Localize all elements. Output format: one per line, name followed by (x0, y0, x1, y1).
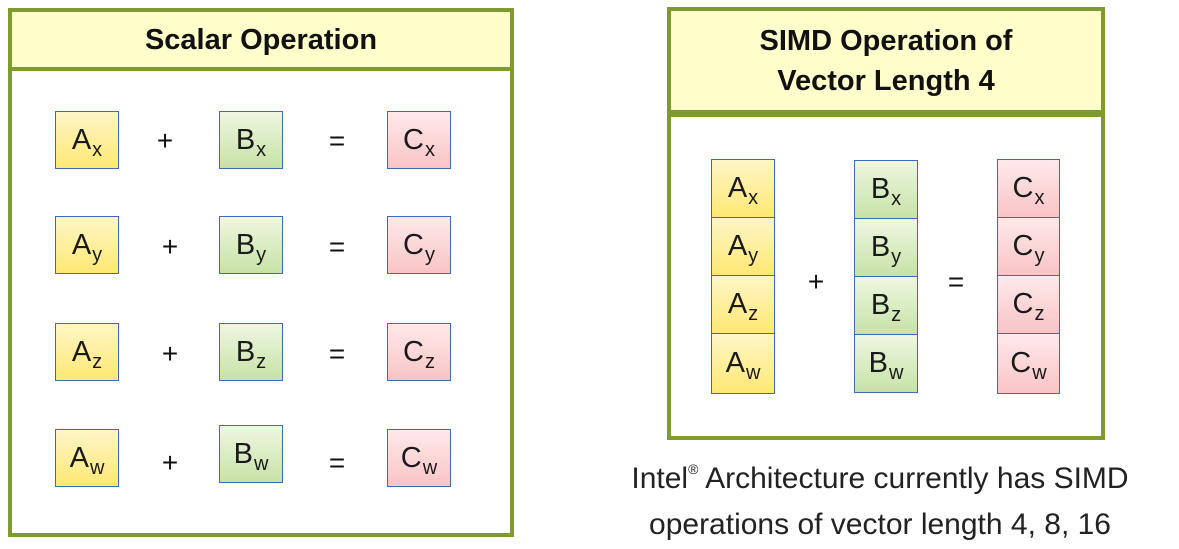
registered-mark: ® (688, 461, 699, 477)
caption-line2: operations of vector length 4, 8, 16 (649, 508, 1111, 541)
plus-sign: + (161, 447, 179, 478)
cell-subscript: w (253, 452, 269, 475)
cell-label: B (235, 228, 256, 261)
equals-sign: = (328, 125, 346, 156)
cell-label: B (235, 123, 256, 156)
cell-label: A (71, 335, 92, 368)
cell-subscript: y (748, 245, 759, 267)
cell-label: A (725, 347, 745, 379)
caption-line1: Intel® Architecture currently has SIMD (580, 458, 1179, 504)
equals-sign: = (328, 338, 346, 369)
cell-subscript: z (256, 350, 267, 373)
cell-subscript: w (89, 456, 105, 479)
cell-subscript: w (422, 456, 438, 479)
cell-subscript: y (1034, 245, 1045, 267)
simd-title: SIMD Operation of Vector Length 4 (667, 7, 1105, 114)
cell-subscript: y (424, 243, 435, 266)
cell-label: B (233, 437, 253, 470)
caption-brand: Intel (631, 462, 689, 495)
cell-label: C (400, 441, 422, 474)
caption: Intel® Architecture currently has SIMD o… (580, 458, 1179, 546)
caption-line1-rest: Architecture currently has SIMD (698, 462, 1129, 495)
cell-label: A (71, 123, 92, 156)
cell-subscript: z (92, 350, 103, 373)
cell-subscript: x (748, 187, 759, 209)
simd-title-line2: Vector Length 4 (777, 64, 995, 97)
cell-label: A (727, 288, 748, 320)
cell-subscript: y (92, 243, 103, 266)
cell-label: B (870, 231, 891, 263)
cell-subscript: y (256, 243, 267, 266)
simd-title-line1: SIMD Operation of (759, 24, 1013, 57)
plus-sign: + (161, 338, 179, 369)
cell-subscript: x (424, 138, 435, 161)
cell-label: B (870, 289, 891, 321)
cell-label: A (69, 441, 89, 474)
cell-subscript: x (92, 138, 103, 161)
cell-label: C (1012, 230, 1034, 262)
cell-subscript: z (891, 304, 902, 326)
cell-label: C (1012, 288, 1034, 320)
cell-label: C (403, 228, 424, 261)
equals-sign: = (328, 231, 346, 262)
plus-sign: + (807, 266, 825, 297)
cell-label: C (1010, 347, 1032, 379)
cell-label: A (727, 230, 748, 262)
cell-label: A (727, 172, 748, 204)
cell-label: A (71, 228, 92, 261)
cell-subscript: w (888, 362, 904, 384)
scalar-title-text: Scalar Operation (144, 23, 378, 56)
cell-label: B (235, 335, 256, 368)
cell-label: C (1012, 172, 1034, 204)
cell-subscript: z (1034, 303, 1045, 325)
cell-subscript: z (748, 303, 759, 325)
scalar-title: Scalar Operation (8, 8, 514, 71)
cell-subscript: x (1034, 187, 1045, 209)
cell-label: B (870, 173, 891, 205)
cell-subscript: w (745, 362, 761, 384)
plus-sign: + (156, 125, 174, 156)
cell-label: C (403, 335, 424, 368)
cell-subscript: x (256, 138, 267, 161)
cell-subscript: y (891, 246, 902, 268)
cell-label: B (868, 347, 888, 379)
cell-label: C (403, 123, 424, 156)
cell-subscript: x (891, 188, 902, 210)
plus-sign: + (161, 231, 179, 262)
cell-subscript: z (424, 350, 435, 373)
equals-sign: = (328, 447, 346, 478)
cell-subscript: w (1032, 362, 1047, 384)
equals-sign: = (947, 266, 965, 297)
